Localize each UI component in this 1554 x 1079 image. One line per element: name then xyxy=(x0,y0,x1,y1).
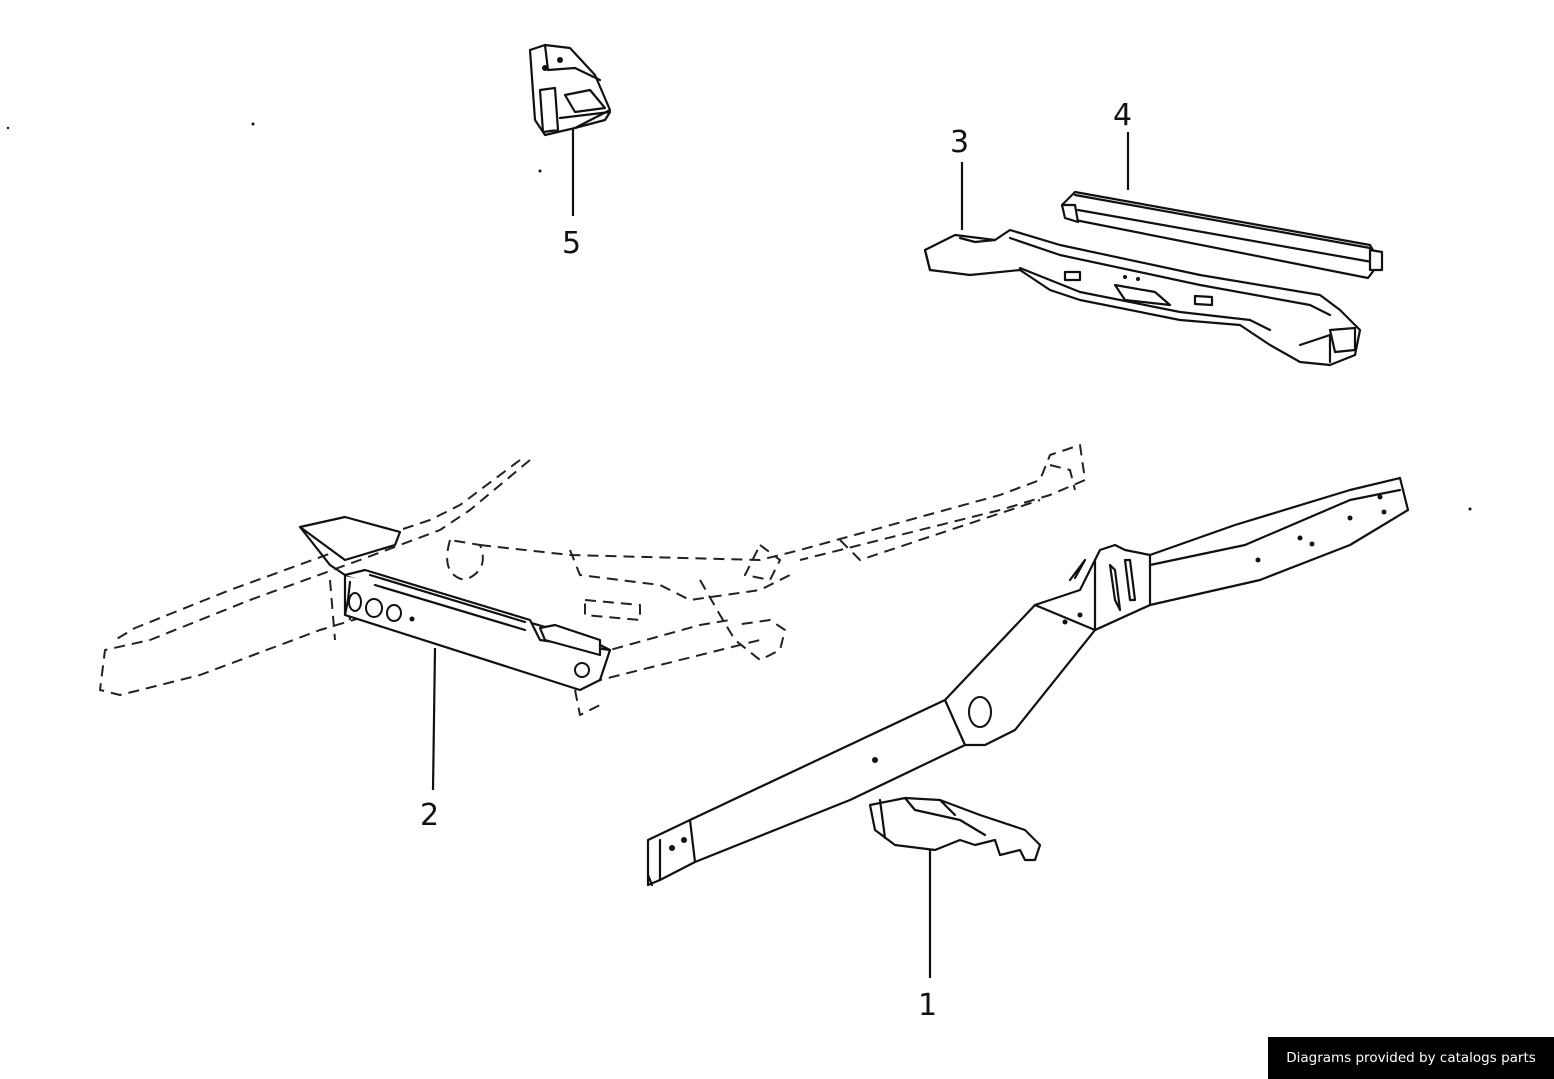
part-4-tube-crossmember xyxy=(1060,190,1384,280)
callout-2: 2 xyxy=(420,798,439,833)
diagram-credit-banner: Diagrams provided by catalogs parts xyxy=(1268,1037,1554,1079)
callout-3: 3 xyxy=(950,125,969,160)
part-5-bracket xyxy=(528,43,612,137)
part-1-bracket xyxy=(868,796,1042,862)
leader-line-2 xyxy=(431,647,437,791)
callout-5: 5 xyxy=(562,226,581,261)
part-3-rear-crossmember xyxy=(923,228,1362,367)
part-1-frame-rail xyxy=(646,476,1410,887)
callout-1: 1 xyxy=(918,988,937,1023)
part-2-crossmember xyxy=(298,515,612,692)
callout-4: 4 xyxy=(1113,98,1132,133)
